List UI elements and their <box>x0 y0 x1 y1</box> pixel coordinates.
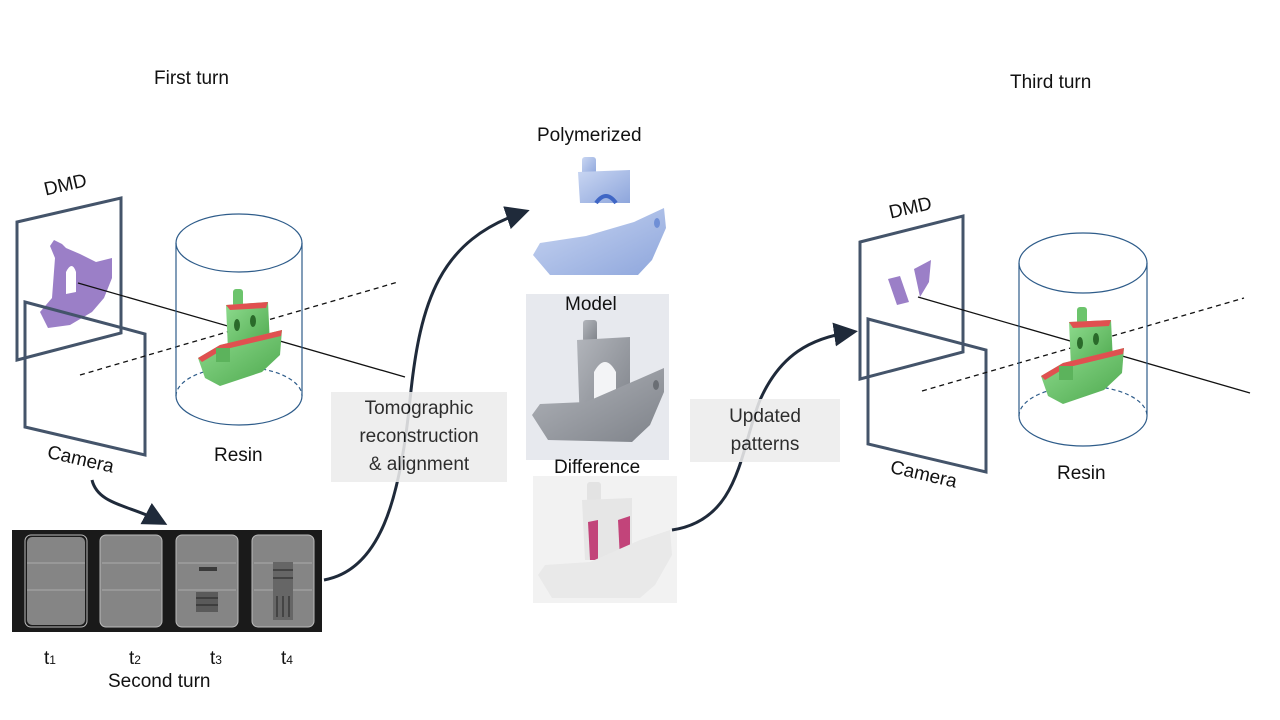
resin-label-right: Resin <box>1057 463 1106 484</box>
scan-frame-t4 <box>251 534 315 628</box>
imaging-axis-line-right <box>921 297 1245 392</box>
polymerized-label: Polymerized <box>537 125 642 146</box>
first-turn-label: First turn <box>154 68 229 89</box>
left-setup <box>15 196 406 457</box>
difference-label: Difference <box>554 457 641 478</box>
second-turn-label: Second turn <box>108 671 211 692</box>
model-boat-icon <box>532 320 664 442</box>
polymerized-boat-icon <box>533 157 666 275</box>
resin-label: Resin <box>214 445 263 466</box>
dmd-pattern-boat-icon <box>40 240 112 328</box>
dmd-frame-right <box>858 214 965 381</box>
scan-frame-t1 <box>24 534 88 628</box>
camera-frame <box>23 300 147 457</box>
updated-patterns-box: Updated patterns <box>690 399 840 462</box>
right-setup <box>858 214 1251 474</box>
dmd-frame <box>15 196 123 362</box>
difference-boat-icon <box>538 482 672 598</box>
time-label-t3: t3 <box>210 648 222 669</box>
scan-frame-t2 <box>99 534 163 628</box>
scan-frame-t3 <box>175 534 239 628</box>
camera-to-scans-arrow <box>90 479 168 525</box>
dmd-pattern-correction-icon <box>888 260 931 305</box>
third-turn-label: Third turn <box>1010 72 1092 93</box>
tomographic-reconstruction-box: Tomographic reconstruction & alignment <box>331 392 507 482</box>
model-label: Model <box>565 294 617 315</box>
time-label-t1: t1 <box>44 648 56 669</box>
printed-boat-right-icon <box>1041 307 1124 404</box>
camera-frame-right <box>866 317 988 474</box>
scan-strip <box>12 530 322 632</box>
resin-cylinder <box>175 213 303 426</box>
resin-cylinder-right <box>1018 232 1148 447</box>
time-label-t4: t4 <box>281 648 293 669</box>
time-label-t2: t2 <box>129 648 141 669</box>
printed-boat-icon <box>198 289 282 386</box>
